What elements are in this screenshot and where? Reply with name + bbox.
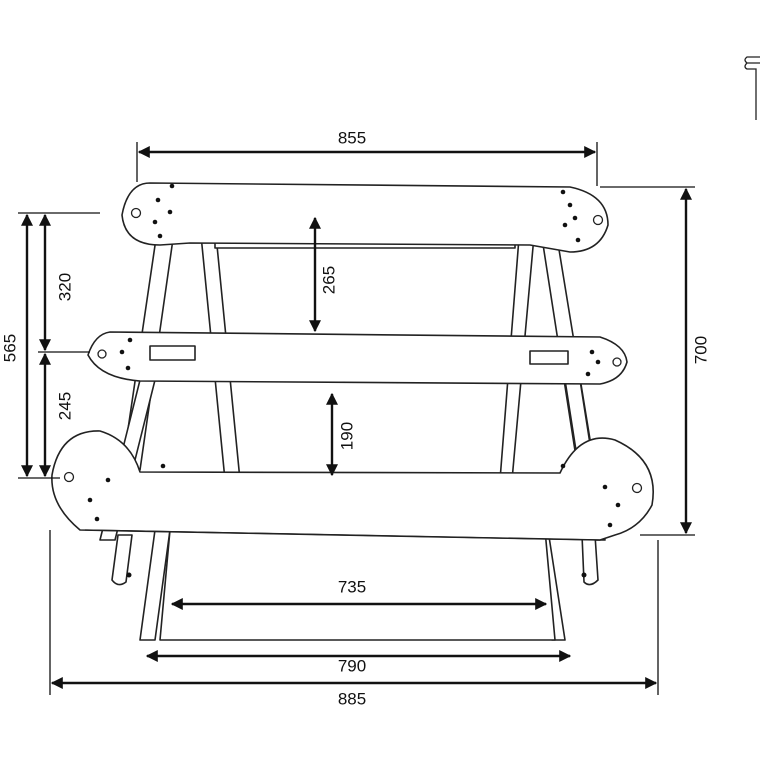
bottom-rail [51,430,654,541]
dim-label-790: 790 [338,656,366,675]
dim-label-190: 190 [337,422,356,450]
dim-label-885: 885 [338,689,366,708]
dim-label-565: 565 [0,334,19,362]
partial-fixture [744,56,760,120]
extension-lines [18,142,695,695]
dim-label-245: 245 [55,392,74,420]
dim-label-855: 855 [338,128,366,147]
dim-label-735: 735 [338,577,366,596]
top-rail [121,182,609,253]
dim-label-320: 320 [55,273,74,301]
dim-label-265: 265 [319,266,338,294]
middle-rail [87,331,628,385]
dim-label-700: 700 [691,336,710,364]
dimension-arrows [21,146,692,689]
